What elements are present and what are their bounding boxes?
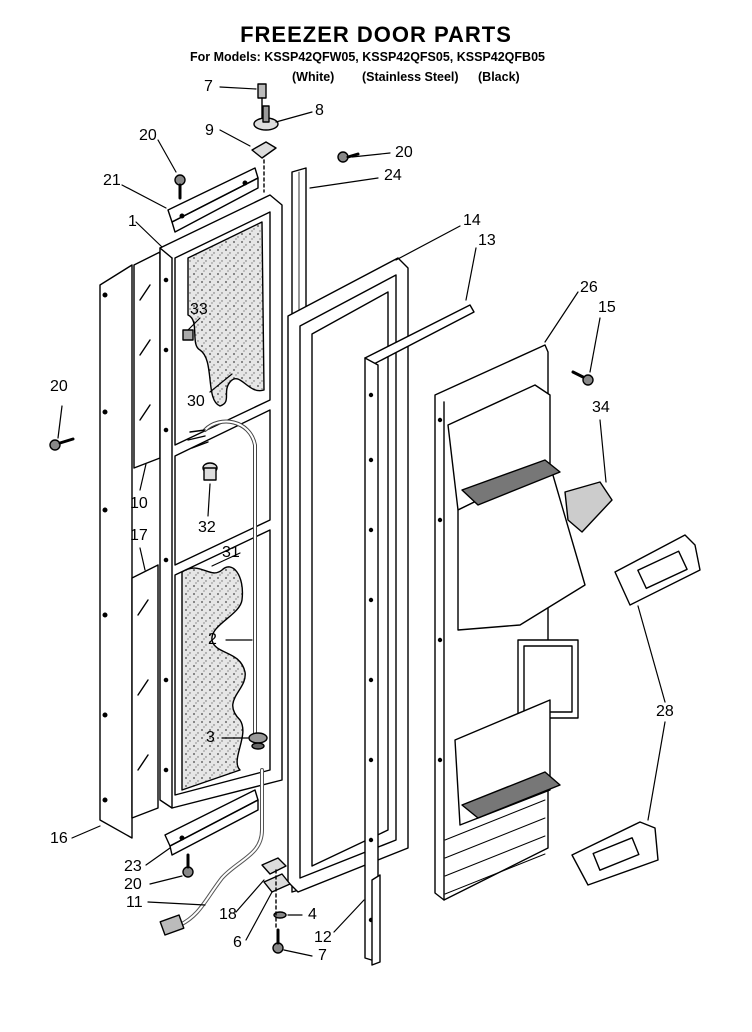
callout-3: 3 xyxy=(206,729,215,746)
upper-glass-panel xyxy=(133,251,161,469)
callout-30: 30 xyxy=(187,393,205,410)
top-trim-bracket xyxy=(167,167,259,233)
callout-2: 2 xyxy=(208,631,217,648)
lower-shelf-rail xyxy=(461,771,561,819)
ice-chute xyxy=(564,481,613,533)
callout-13: 13 xyxy=(478,232,496,249)
lower-glass-panel xyxy=(131,564,159,819)
door-liner xyxy=(434,344,586,901)
callout-17: 17 xyxy=(130,527,148,544)
lower-door-bin xyxy=(571,821,659,886)
finish-black: (Black) xyxy=(478,70,520,84)
callout-32: 32 xyxy=(198,519,216,536)
bottom-trim-bracket xyxy=(164,789,259,856)
callout-11: 11 xyxy=(126,894,143,911)
callout-8: 8 xyxy=(315,102,324,119)
callout-24: 24 xyxy=(384,167,402,184)
callout-6: 6 xyxy=(233,934,242,951)
bottom-hinge-hardware xyxy=(261,857,291,931)
door-outer-panel xyxy=(99,264,133,839)
callout-26: 26 xyxy=(580,279,598,296)
heater-wire xyxy=(187,419,257,737)
callout-12: 12 xyxy=(314,929,332,946)
lower-insulation xyxy=(181,566,246,791)
callout-20-a: 20 xyxy=(139,127,157,144)
upper-shelf-rail xyxy=(461,459,561,506)
callout-1: 1 xyxy=(128,213,137,230)
finish-white: (White) xyxy=(292,70,335,84)
upper-door-bin xyxy=(614,534,701,606)
callout-20-c: 20 xyxy=(50,378,68,395)
wire-harness xyxy=(159,768,264,936)
callout-23: 23 xyxy=(124,858,142,875)
callout-20-d: 20 xyxy=(124,876,142,893)
callout-33: 33 xyxy=(190,301,208,318)
callout-7-top: 7 xyxy=(204,78,213,95)
callout-34: 34 xyxy=(592,399,610,416)
callout-14: 14 xyxy=(463,212,481,229)
callout-21: 21 xyxy=(103,172,121,189)
connector-plug xyxy=(202,462,218,481)
callout-9: 9 xyxy=(205,122,214,139)
callout-10: 10 xyxy=(130,495,148,512)
upper-insulation xyxy=(187,221,265,407)
diagram-title: FREEZER DOOR PARTS xyxy=(240,22,512,47)
callout-15: 15 xyxy=(598,299,616,316)
model-list: For Models: KSSP42QFW05, KSSP42QFS05, KS… xyxy=(190,50,545,64)
callout-18: 18 xyxy=(219,906,237,923)
top-hinge-hardware xyxy=(251,83,279,193)
callout-31: 31 xyxy=(222,544,240,561)
callout-16: 16 xyxy=(50,830,68,847)
hinge-side-strip xyxy=(371,874,381,966)
callout-4: 4 xyxy=(308,906,317,923)
callout-7-bottom: 7 xyxy=(318,947,327,964)
callout-28: 28 xyxy=(656,703,674,720)
hinge-bushing xyxy=(248,732,268,750)
callout-20-b: 20 xyxy=(395,144,413,161)
screws xyxy=(49,151,594,954)
wire-clip xyxy=(182,329,194,341)
leader-lines xyxy=(57,86,666,957)
finish-stainless: (Stainless Steel) xyxy=(362,70,459,84)
